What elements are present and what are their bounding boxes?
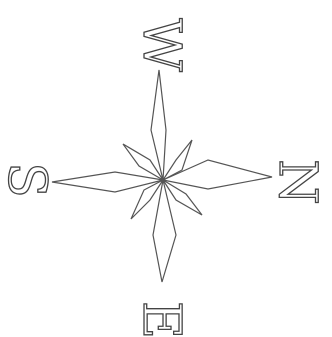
compass-cardinal-rays (52, 70, 272, 282)
ray-top (151, 70, 166, 180)
label-bottom: E (131, 301, 191, 337)
label-left: S (0, 162, 56, 198)
label-top: W (131, 18, 191, 72)
label-right: N (267, 159, 327, 205)
